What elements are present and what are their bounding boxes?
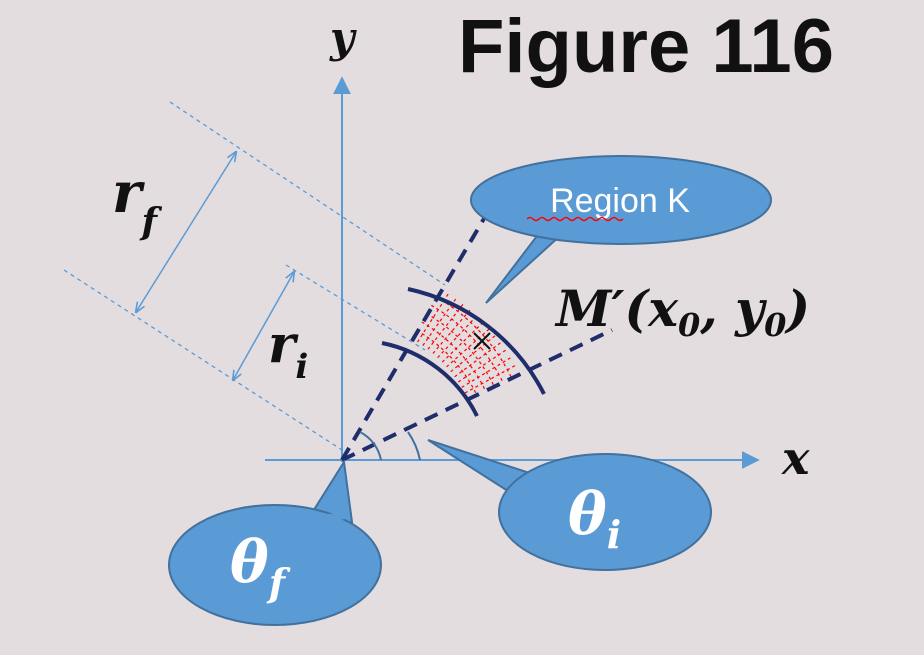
theta-final-angle-arc	[359, 431, 382, 461]
r-final-label: rf	[112, 160, 163, 243]
point-marker-cross	[473, 332, 491, 350]
angle-arcs	[359, 431, 421, 461]
guide-lines	[63, 101, 446, 451]
region-k-grid-ray	[461, 356, 512, 388]
theta-initial-label: θi	[568, 480, 621, 557]
region-k-grid-arc	[435, 296, 512, 378]
region-k-grid-ray	[457, 349, 507, 383]
region-k-label: Region K	[550, 182, 690, 220]
region-k-grid-ray	[454, 341, 502, 378]
outer-arc-rf	[407, 287, 546, 395]
x-axis-label: x	[781, 431, 810, 485]
theta-initial-ray	[341, 328, 613, 462]
region-k-grid-arc	[421, 321, 486, 391]
theta-initial-callout: θi	[427, 439, 712, 571]
region-k-grid-ray	[446, 327, 491, 368]
region-k-grid-ray	[422, 297, 457, 346]
theta-final-ray	[340, 186, 504, 462]
region-k-grid	[416, 292, 517, 395]
y-axis-label: y	[329, 13, 357, 62]
spellcheck-underline	[526, 216, 624, 222]
region-k-grid-ray	[432, 309, 471, 354]
theta-initial-angle-arc	[407, 431, 421, 461]
region-k-callout: Region K	[470, 155, 772, 304]
r-initial-dimension-arrow	[233, 272, 294, 380]
theta-final-callout: θf	[168, 459, 382, 626]
region-k-grid-ray	[441, 321, 485, 363]
region-k-grid-arc	[426, 313, 495, 387]
region-k-grid-ray	[427, 303, 464, 350]
bounding-rays	[340, 186, 613, 462]
figure-title: Figure 116	[458, 4, 834, 89]
region-arcs	[381, 287, 546, 417]
inner-arc-ri	[381, 341, 479, 417]
theta-final-label: θf	[230, 528, 291, 605]
point-label: M′(x0, y0)	[554, 279, 810, 344]
r-final-dimension-arrow	[136, 152, 236, 312]
r-initial-label: ri	[268, 314, 308, 387]
region-k-grid-arc	[416, 329, 478, 395]
